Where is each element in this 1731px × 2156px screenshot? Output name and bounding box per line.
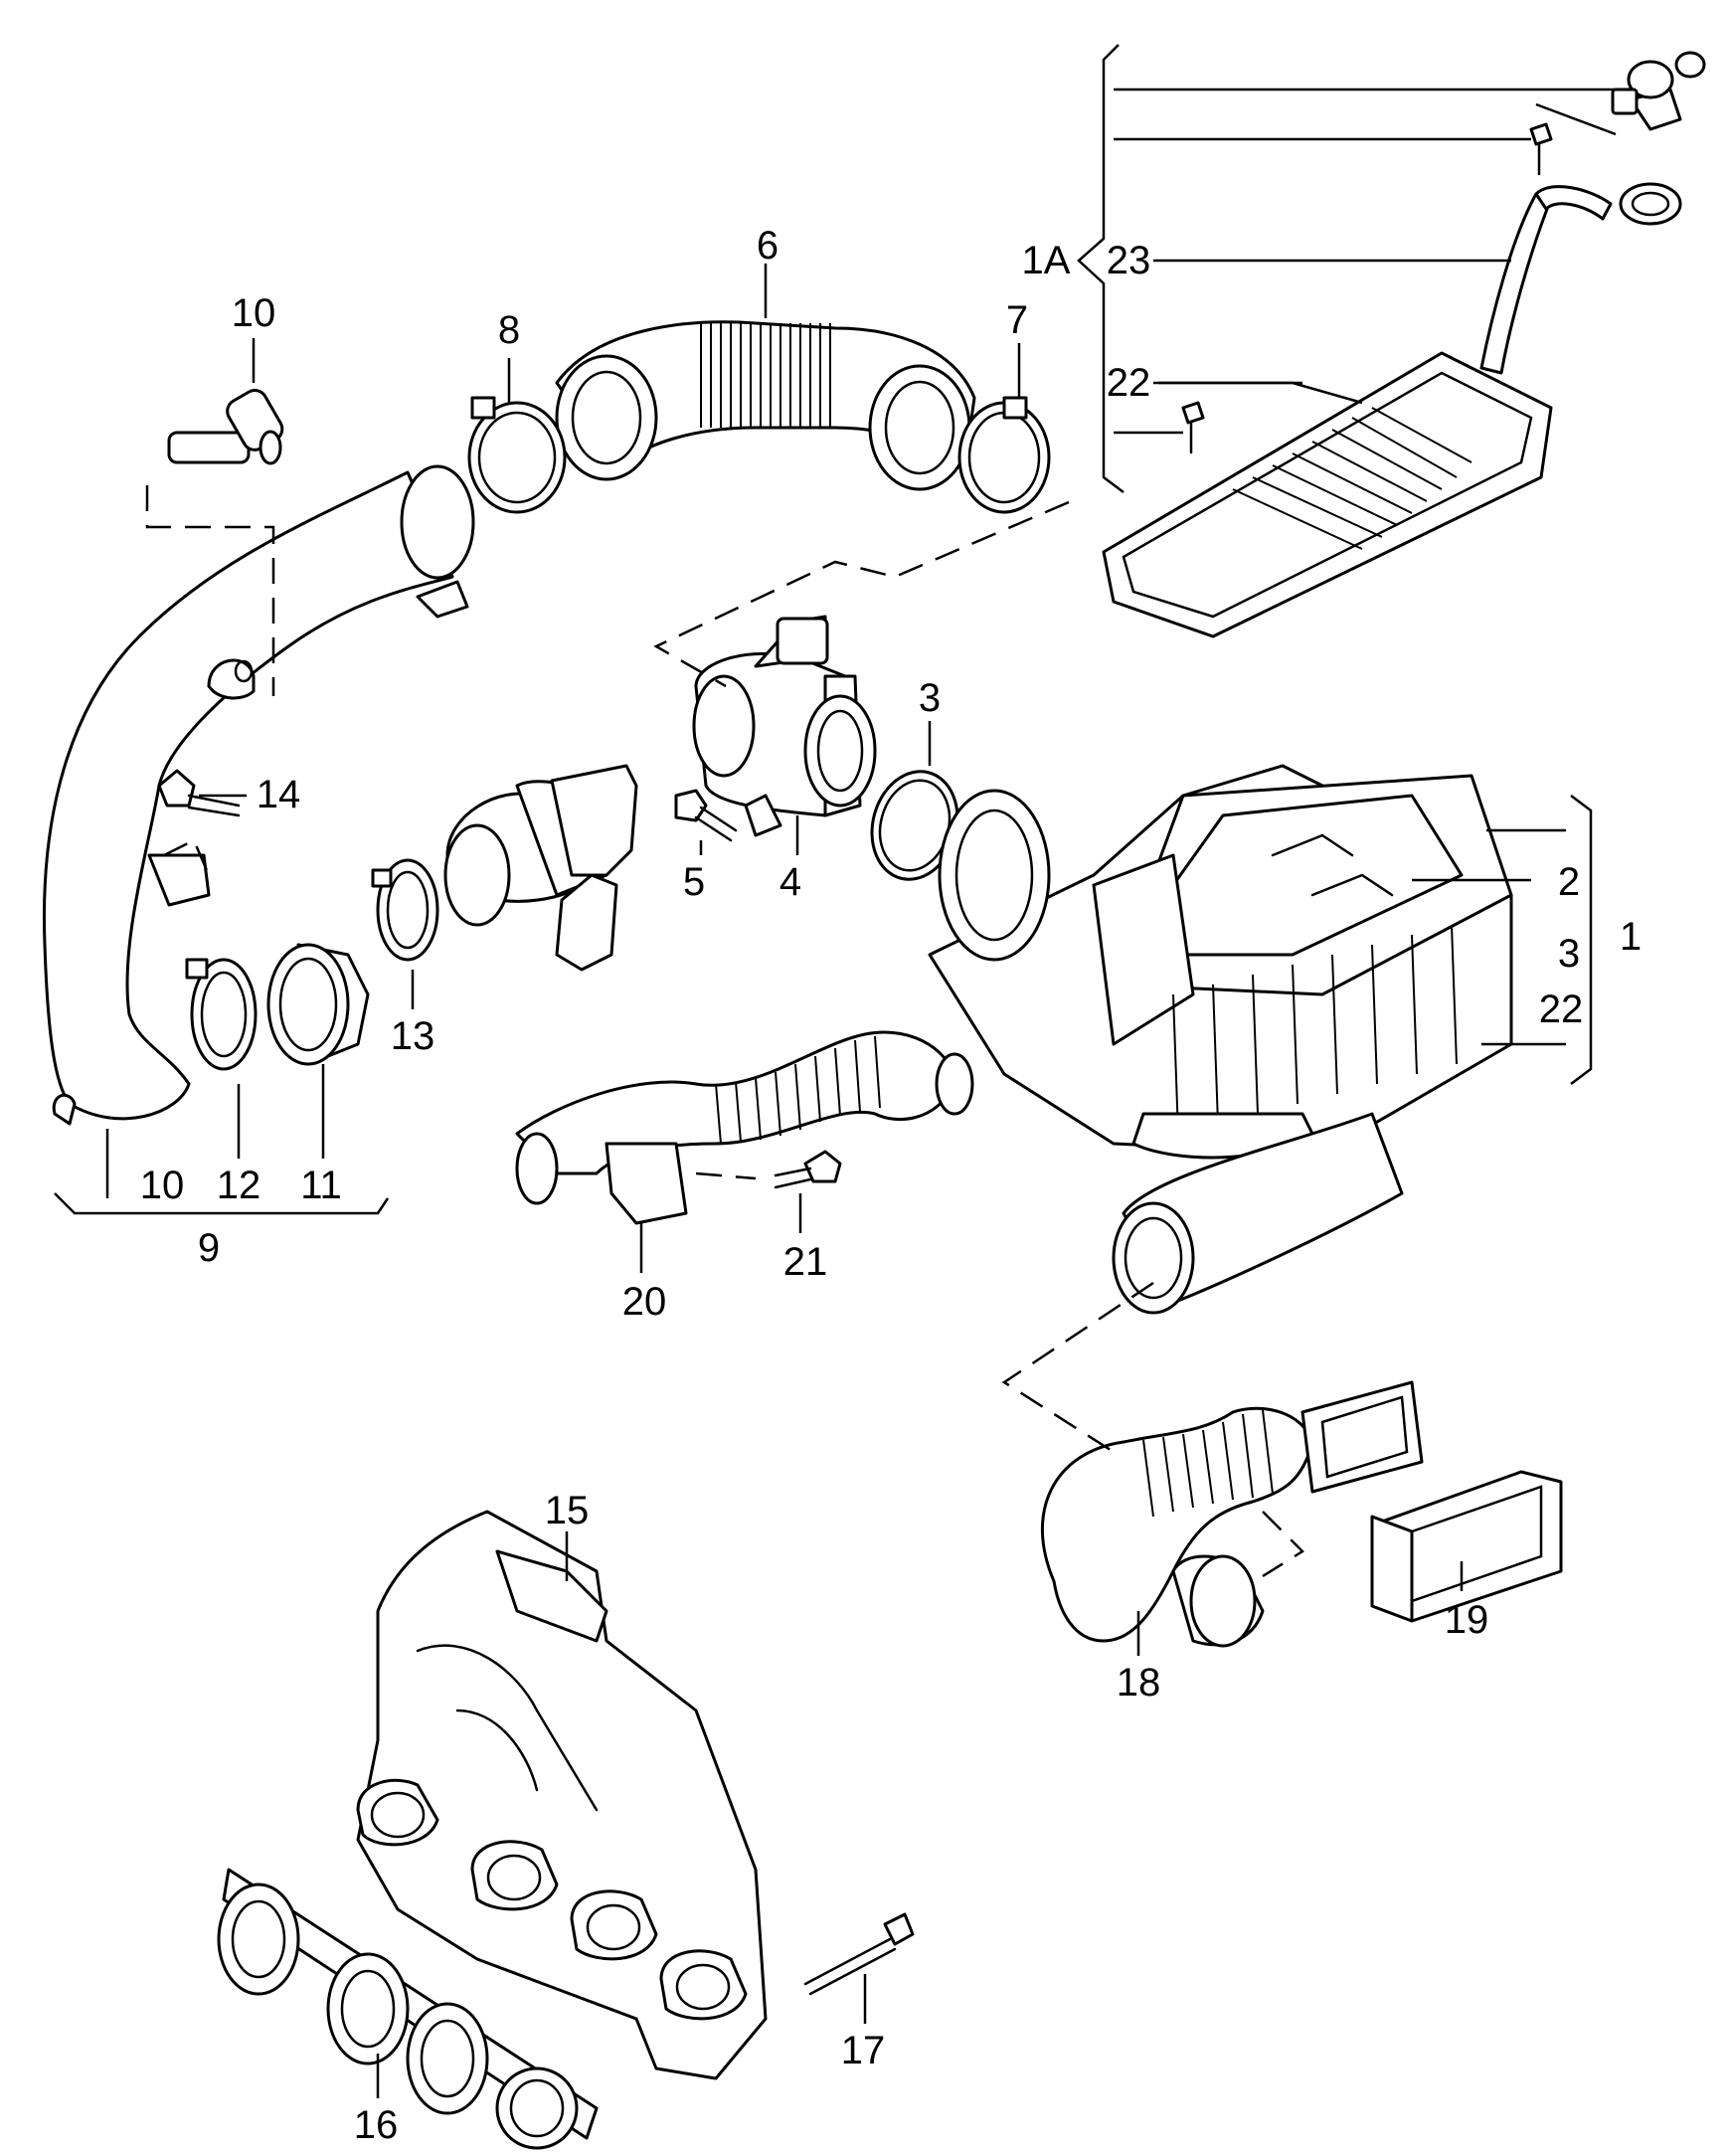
- part-8-hose-clamp: [467, 396, 567, 514]
- part-6-intake-connector: [555, 320, 976, 491]
- callout-9: 9: [198, 1226, 220, 1270]
- connector-ribs: [700, 323, 831, 428]
- turbocharger: [443, 764, 638, 972]
- callout-8: 8: [498, 308, 520, 352]
- part-15-intake-manifold: [356, 1510, 768, 2080]
- callout-labels: 6 7 8 10 1A 23 22 3 4 5 14 13 10 12 11 9…: [140, 224, 1642, 2147]
- filter-housing-outlet: [1112, 1112, 1404, 1315]
- duct-18-ribs: [1142, 1409, 1274, 1518]
- callout-12: 12: [217, 1164, 261, 1207]
- part-10-sensor: [167, 389, 284, 465]
- callout-1: 1: [1620, 915, 1642, 959]
- alignment-lines: [145, 485, 1304, 1578]
- callout-10-sensor: 10: [232, 291, 276, 335]
- callout-20: 20: [622, 1280, 667, 1324]
- part-5-screw: [674, 789, 738, 842]
- part-17-stud-bolt: [803, 1912, 915, 1996]
- part-12-hose-clamp: [185, 958, 258, 1071]
- callout-4: 4: [779, 860, 801, 904]
- callout-19: 19: [1445, 1598, 1489, 1642]
- part-21-bolt: [774, 1150, 842, 1189]
- callout-22-top: 22: [1107, 361, 1151, 405]
- part-18-air-duct: [1040, 1380, 1424, 1648]
- part-7-hose-clamp: [957, 396, 1051, 514]
- callout-21: 21: [783, 1240, 828, 1284]
- part-20-intake-hose: [515, 1030, 974, 1225]
- leader-lines: [54, 44, 1617, 2098]
- filter-pleats: [1232, 407, 1472, 550]
- part-4-air-mass-meter: [692, 615, 877, 837]
- part-9-charge-air-hose: [43, 464, 475, 1126]
- part-10-grommet: [207, 658, 256, 700]
- part-3-seal-ring: [870, 770, 959, 881]
- callout-22-housing: 22: [1539, 988, 1584, 1031]
- part-23-breather-hose: [1479, 51, 1706, 375]
- callout-1A: 1A: [1022, 239, 1071, 282]
- callout-10-hose: 10: [140, 1164, 185, 1207]
- part-16-manifold-gasket: [217, 1868, 599, 2150]
- callout-16: 16: [354, 2103, 399, 2147]
- part-1A-screws: [1181, 122, 1553, 454]
- callout-2: 2: [1558, 860, 1580, 904]
- callout-15: 15: [545, 1489, 590, 1532]
- callout-6: 6: [757, 224, 779, 268]
- part-13-hose-clamp: [371, 858, 439, 962]
- callout-3-ring: 3: [919, 676, 941, 720]
- callout-3-housing: 3: [1558, 932, 1580, 976]
- part-11-pipe-adapter: [266, 943, 370, 1066]
- callout-5: 5: [683, 860, 705, 904]
- callout-23: 23: [1107, 239, 1151, 282]
- callout-14: 14: [257, 773, 301, 816]
- part-14-bolt: [157, 769, 241, 817]
- callout-18: 18: [1117, 1661, 1161, 1705]
- part-19-duct-inlet: [1370, 1470, 1563, 1623]
- part-22-filter-element: [1102, 351, 1553, 638]
- housing-lower-ribs: [1172, 924, 1458, 1135]
- callout-13: 13: [391, 1014, 435, 1058]
- hose-20-ribs: [715, 1035, 881, 1145]
- part-1-air-filter-housing: [928, 764, 1513, 1160]
- callout-17: 17: [841, 2029, 886, 2072]
- callout-7: 7: [1006, 298, 1028, 342]
- callout-11: 11: [300, 1164, 342, 1207]
